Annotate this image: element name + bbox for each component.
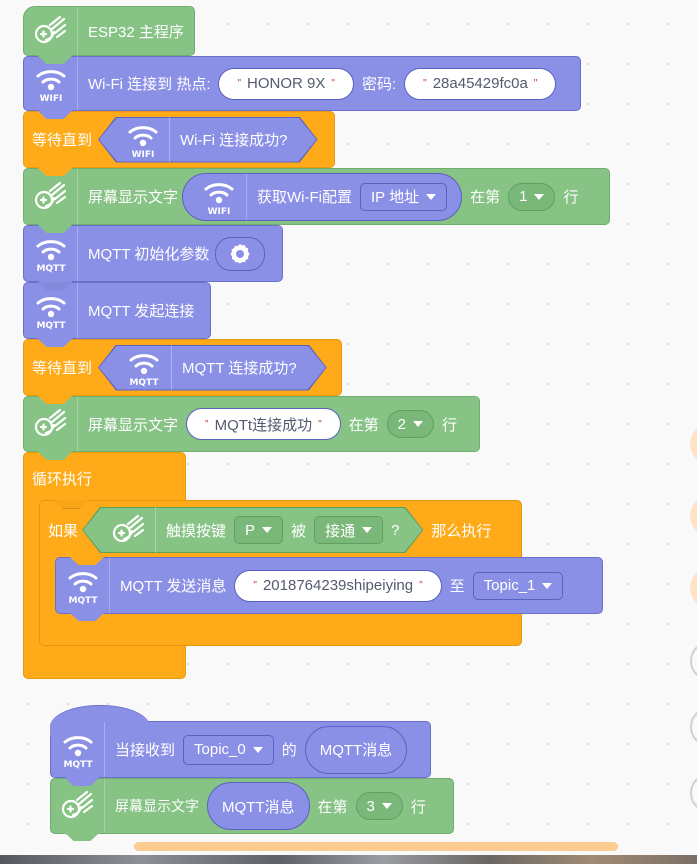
mqtt-icon: MQTT [116, 345, 172, 391]
at-line-label: 在第 [348, 416, 379, 434]
svg-text:WIFI: WIFI [131, 150, 154, 159]
condition-label: Wi-Fi 连接成功? [180, 132, 288, 149]
svg-text:MQTT: MQTT [36, 264, 66, 273]
block-label: MQTT 发起连接 [88, 303, 195, 320]
by-label: 被 [291, 522, 307, 540]
caret-down-icon [413, 421, 423, 427]
caret-down-icon [542, 582, 553, 589]
get-wifi-config-reporter[interactable]: WIFI 获取Wi-Fi配置 IP 地址 [182, 172, 463, 221]
block-label: MQTT 初始化参数 [88, 246, 210, 263]
mqtt-send-block[interactable]: MQTT MQTT 发送消息 "2018764239shipeiying" 至 … [55, 557, 603, 621]
loop-label: 循环执行 [32, 471, 93, 488]
block-label: 等待直到 [32, 360, 93, 377]
question-mark: ? [391, 521, 400, 539]
svg-text:MQTT: MQTT [68, 596, 98, 605]
then-label: 那么执行 [431, 522, 492, 540]
wifi-connected-condition[interactable]: WIFI Wi-Fi 连接成功? [98, 117, 318, 163]
side-button-5[interactable] [690, 707, 697, 747]
line-suffix-label: 行 [442, 416, 458, 434]
wifi-icon: WIFI [116, 117, 170, 163]
condition-label: MQTT 连接成功? [182, 360, 297, 377]
line-dropdown[interactable]: 2 [386, 410, 434, 438]
block-label: 等待直到 [32, 132, 93, 149]
wifi-icon: WIFI [183, 173, 248, 220]
touch-key-label: 触摸按键 [166, 522, 227, 540]
block-label: ESP32 主程序 [88, 23, 184, 41]
topic-dropdown[interactable]: Topic_0 [183, 734, 274, 765]
block-label: MQTT 发送消息 [120, 578, 227, 595]
mqtt-icon: MQTT [56, 558, 110, 613]
caret-down-icon [262, 527, 272, 533]
touch-hand-icon [24, 397, 78, 451]
block-label: 当接收到 [115, 742, 176, 759]
side-button-3[interactable] [690, 568, 697, 608]
touch-hand-icon [24, 169, 78, 224]
ssid-input[interactable]: "HONOR 9X" [218, 67, 354, 100]
svg-text:WIFI: WIFI [39, 94, 62, 103]
caret-down-icon [381, 803, 392, 809]
touch-hand-icon [102, 507, 156, 553]
wifi-config-dropdown[interactable]: IP 地址 [360, 182, 448, 211]
mqtt-message-variable[interactable]: MQTT消息 [304, 725, 408, 774]
horizontal-scrollbar[interactable] [134, 842, 618, 851]
line-dropdown[interactable]: 1 [508, 182, 556, 211]
mqtt-message-reporter[interactable]: MQTT消息 [207, 782, 310, 830]
state-dropdown[interactable]: 接通 [314, 516, 383, 544]
block-label: 屏幕显示文字 [88, 189, 179, 206]
topic-dropdown[interactable]: Topic_1 [472, 571, 564, 600]
mqtt-icon: MQTT [24, 226, 78, 281]
side-button-2[interactable] [690, 496, 697, 536]
message-input[interactable]: "2018764239shipeiying" [234, 569, 442, 602]
block-label: 屏幕显示文字 [88, 416, 179, 434]
line-suffix-label: 行 [410, 798, 426, 816]
display-mqtt-message-block[interactable]: 屏幕显示文字 MQTT消息 在第 3 行 [50, 778, 454, 841]
touch-key-condition[interactable]: 触摸按键 P 被 接通 ? [82, 507, 423, 553]
line-suffix-label: 行 [563, 189, 579, 206]
side-button-6[interactable] [690, 773, 697, 813]
block-label: 屏幕显示文字 [115, 798, 199, 814]
mqtt-connected-condition[interactable]: MQTT MQTT 连接成功? [98, 345, 327, 391]
mqtt-init-block[interactable]: MQTT MQTT 初始化参数 [23, 225, 283, 289]
if-label: 如果 [48, 522, 79, 540]
mqtt-icon: MQTT [24, 283, 78, 338]
mqtt-connect-block[interactable]: MQTT MQTT 发起连接 [23, 282, 211, 346]
caret-down-icon [534, 193, 545, 200]
svg-text:MQTT: MQTT [129, 378, 159, 387]
display-text-input[interactable]: "MQTt连接成功" [186, 408, 341, 440]
reporter-label: 获取Wi-Fi配置 [257, 189, 352, 206]
to-label: 至 [449, 578, 465, 595]
on-mqtt-receive-hat-block[interactable]: MQTT 当接收到 Topic_0 的 MQTT消息 [50, 705, 431, 785]
block-label: Wi-Fi 连接到 热点: [88, 76, 211, 93]
caret-down-icon [362, 527, 372, 533]
hat-cap [50, 705, 150, 736]
at-line-label: 在第 [470, 189, 501, 206]
caret-down-icon [252, 746, 263, 753]
touch-hand-icon [51, 779, 105, 833]
pin-dropdown[interactable]: P [234, 516, 283, 544]
settings-gear-button[interactable] [215, 236, 266, 271]
side-button-4[interactable] [690, 641, 697, 681]
gear-icon [230, 243, 250, 263]
line-dropdown[interactable]: 3 [355, 792, 403, 820]
at-line-label: 在第 [317, 798, 348, 816]
svg-text:MQTT: MQTT [63, 760, 93, 769]
wifi-icon: WIFI [24, 57, 78, 110]
svg-text:MQTT: MQTT [36, 321, 66, 330]
esp32-main-hat-block[interactable]: ESP32 主程序 [23, 6, 195, 63]
display-ip-block[interactable]: 屏幕显示文字 WIFI 获取Wi-Fi配置 IP 地址 在第 1 行 [23, 168, 610, 232]
side-button-1[interactable] [690, 424, 697, 464]
wait-until-mqtt-block[interactable]: 等待直到 MQTT MQTT 连接成功? [23, 339, 342, 403]
mqtt-icon: MQTT [51, 722, 105, 777]
of-label: 的 [281, 742, 297, 759]
password-input[interactable]: "28a45429fc0a" [404, 67, 557, 100]
bottom-background-strip [0, 855, 697, 864]
wifi-connect-block[interactable]: WIFI Wi-Fi 连接到 热点: "HONOR 9X" 密码: "28a45… [23, 56, 581, 118]
caret-down-icon [426, 193, 437, 200]
display-mqtt-connected-block[interactable]: 屏幕显示文字 "MQTt连接成功" 在第 2 行 [23, 396, 480, 459]
password-label: 密码: [361, 76, 397, 93]
wait-until-wifi-block[interactable]: 等待直到 WIFI Wi-Fi 连接成功? [23, 111, 335, 175]
svg-text:WIFI: WIFI [207, 207, 230, 216]
touch-hand-icon [24, 7, 78, 55]
